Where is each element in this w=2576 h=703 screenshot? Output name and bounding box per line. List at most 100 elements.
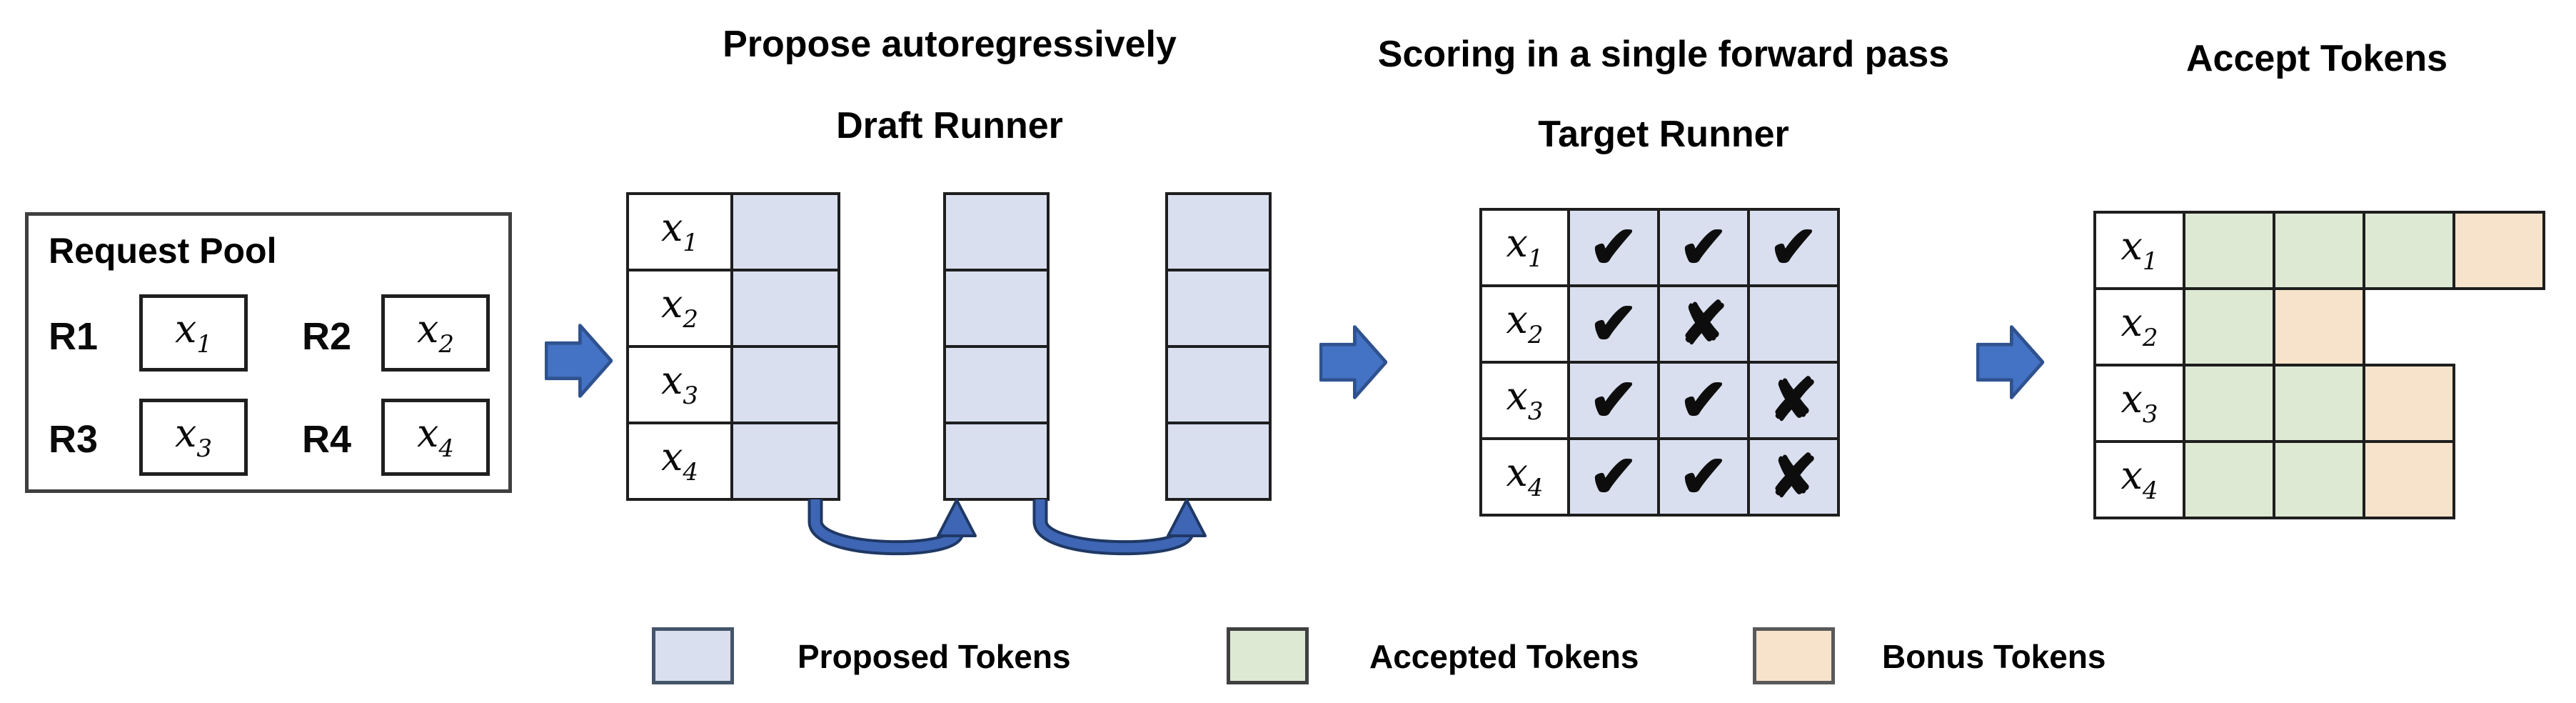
token-text: x2 bbox=[2120, 304, 2158, 351]
token-base: x bbox=[1506, 297, 1528, 342]
accept-label-cell: x3 bbox=[2093, 364, 2185, 443]
token-text: x3 bbox=[175, 414, 212, 461]
request-token-box-R3: x3 bbox=[139, 399, 248, 476]
target-score-cell: ✔ bbox=[1747, 208, 1840, 287]
target-score-cell: ✘ bbox=[1747, 437, 1840, 517]
token-text: x4 bbox=[417, 414, 454, 461]
token-text: x1 bbox=[175, 309, 213, 359]
table-row: x2 ✔ ✘ bbox=[1479, 284, 1840, 364]
token-base: x bbox=[2120, 224, 2143, 269]
accept-accepted-cell bbox=[2273, 211, 2365, 290]
accept-accepted-cell bbox=[2183, 440, 2275, 519]
table-row: x2 bbox=[626, 269, 840, 348]
table-row: x2 bbox=[2093, 287, 2545, 367]
token-text: x4 bbox=[661, 438, 698, 485]
token-base: x bbox=[174, 410, 197, 456]
legend-label-bonus: Bonus Tokens bbox=[1882, 638, 2106, 675]
draft-proposed-cell bbox=[1165, 345, 1272, 424]
check-mark-icon: ✔ bbox=[1679, 214, 1729, 280]
token-text: x2 bbox=[417, 309, 454, 357]
accept-bonus-cell bbox=[2452, 211, 2545, 290]
accept-bonus-cell bbox=[2363, 364, 2455, 443]
target-score-cell: ✔ bbox=[1567, 437, 1660, 517]
table-row bbox=[943, 269, 1050, 348]
target-score-cell: ✔ bbox=[1567, 284, 1660, 364]
draft-proposed-cell bbox=[943, 269, 1050, 348]
target-score-cell: ✔ bbox=[1567, 361, 1660, 440]
flow-arrow-icon bbox=[1976, 325, 2044, 399]
draft-label-cell: x3 bbox=[626, 345, 733, 424]
token-text: x4 bbox=[2120, 457, 2158, 505]
target-score-cell: ✔ bbox=[1567, 208, 1660, 287]
request-label-R1: R1 bbox=[49, 315, 99, 358]
token-base: x bbox=[1506, 450, 1528, 495]
table-row bbox=[943, 192, 1050, 271]
accept-label-cell: x4 bbox=[2093, 440, 2185, 519]
flow-arrow-icon bbox=[545, 324, 613, 398]
token-subscript: 2 bbox=[1527, 321, 1544, 349]
token-subscript: 3 bbox=[2142, 400, 2158, 429]
target-score-cell: ✔ bbox=[1657, 361, 1750, 440]
accept-accepted-cell bbox=[2183, 364, 2275, 443]
draft-proposed-cell bbox=[730, 192, 840, 271]
target-label-cell: x2 bbox=[1479, 284, 1570, 364]
token-base: x bbox=[2120, 300, 2143, 345]
token-subscript: 4 bbox=[438, 434, 455, 463]
token-base: x bbox=[1506, 374, 1528, 419]
accept-accepted-cell bbox=[2183, 211, 2275, 290]
accept-accepted-cell bbox=[2183, 287, 2275, 367]
request-token-box-R2: x2 bbox=[381, 294, 490, 372]
legend-label-accepted: Accepted Tokens bbox=[1369, 638, 1639, 675]
request-pool-title: Request Pool bbox=[49, 231, 277, 271]
token-subscript: 1 bbox=[2142, 247, 2158, 276]
target-label-cell: x1 bbox=[1479, 208, 1570, 287]
draft-label-cell: x2 bbox=[626, 269, 733, 348]
draft-proposed-cell bbox=[730, 422, 840, 501]
table-row: x3 bbox=[626, 345, 840, 424]
table-row bbox=[1165, 192, 1272, 271]
table-row: x3✔✔✘ bbox=[1479, 361, 1840, 440]
accept-tokens-heading: Accept Tokens bbox=[2185, 38, 2448, 79]
request-label-R4: R4 bbox=[302, 418, 352, 461]
target-runner-subheading: Target Runner bbox=[1538, 114, 1789, 155]
accept-accepted-cell bbox=[2363, 211, 2455, 290]
draft-runner-subheading: Draft Runner bbox=[836, 105, 1063, 146]
table-row bbox=[943, 422, 1050, 501]
token-subscript: 1 bbox=[196, 329, 213, 359]
target-runner-heading: Scoring in a single forward pass bbox=[1377, 34, 1950, 75]
token-subscript: 2 bbox=[683, 305, 699, 334]
token-subscript: 1 bbox=[1527, 244, 1544, 273]
token-subscript: 4 bbox=[2142, 477, 2158, 505]
token-base: x bbox=[660, 434, 683, 479]
check-mark-icon: ✔ bbox=[1589, 214, 1639, 280]
accept-label-cell: x2 bbox=[2093, 287, 2185, 367]
check-mark-icon: ✔ bbox=[1679, 367, 1729, 433]
table-row bbox=[943, 345, 1050, 424]
target-runner-grid: x1✔✔✔x2✔✘x3✔✔✘x4✔✔✘ bbox=[1479, 208, 1840, 517]
token-base: x bbox=[2120, 453, 2143, 498]
token-text: x3 bbox=[1506, 377, 1543, 424]
request-token-box-R1: x1 bbox=[139, 294, 248, 372]
token-subscript: 3 bbox=[1527, 397, 1544, 426]
token-text: x3 bbox=[2120, 380, 2158, 427]
table-row bbox=[1165, 269, 1272, 348]
check-mark-icon: ✔ bbox=[1769, 214, 1818, 280]
check-mark-icon: ✔ bbox=[1589, 291, 1639, 357]
token-text: x1 bbox=[1506, 224, 1543, 271]
autoregressive-loop-arrows-icon bbox=[807, 499, 1207, 556]
token-base: x bbox=[416, 306, 439, 352]
token-base: x bbox=[2120, 377, 2143, 422]
draft-proposed-cell bbox=[1165, 422, 1272, 501]
target-score-cell: ✘ bbox=[1657, 284, 1750, 364]
token-text: x1 bbox=[661, 209, 698, 256]
table-row: x4 bbox=[2093, 440, 2545, 519]
token-text: x3 bbox=[661, 362, 698, 409]
token-base: x bbox=[174, 306, 197, 352]
draft-proposed-cell bbox=[943, 345, 1050, 424]
draft-proposed-cell bbox=[943, 422, 1050, 501]
target-label-cell: x4 bbox=[1479, 437, 1570, 517]
